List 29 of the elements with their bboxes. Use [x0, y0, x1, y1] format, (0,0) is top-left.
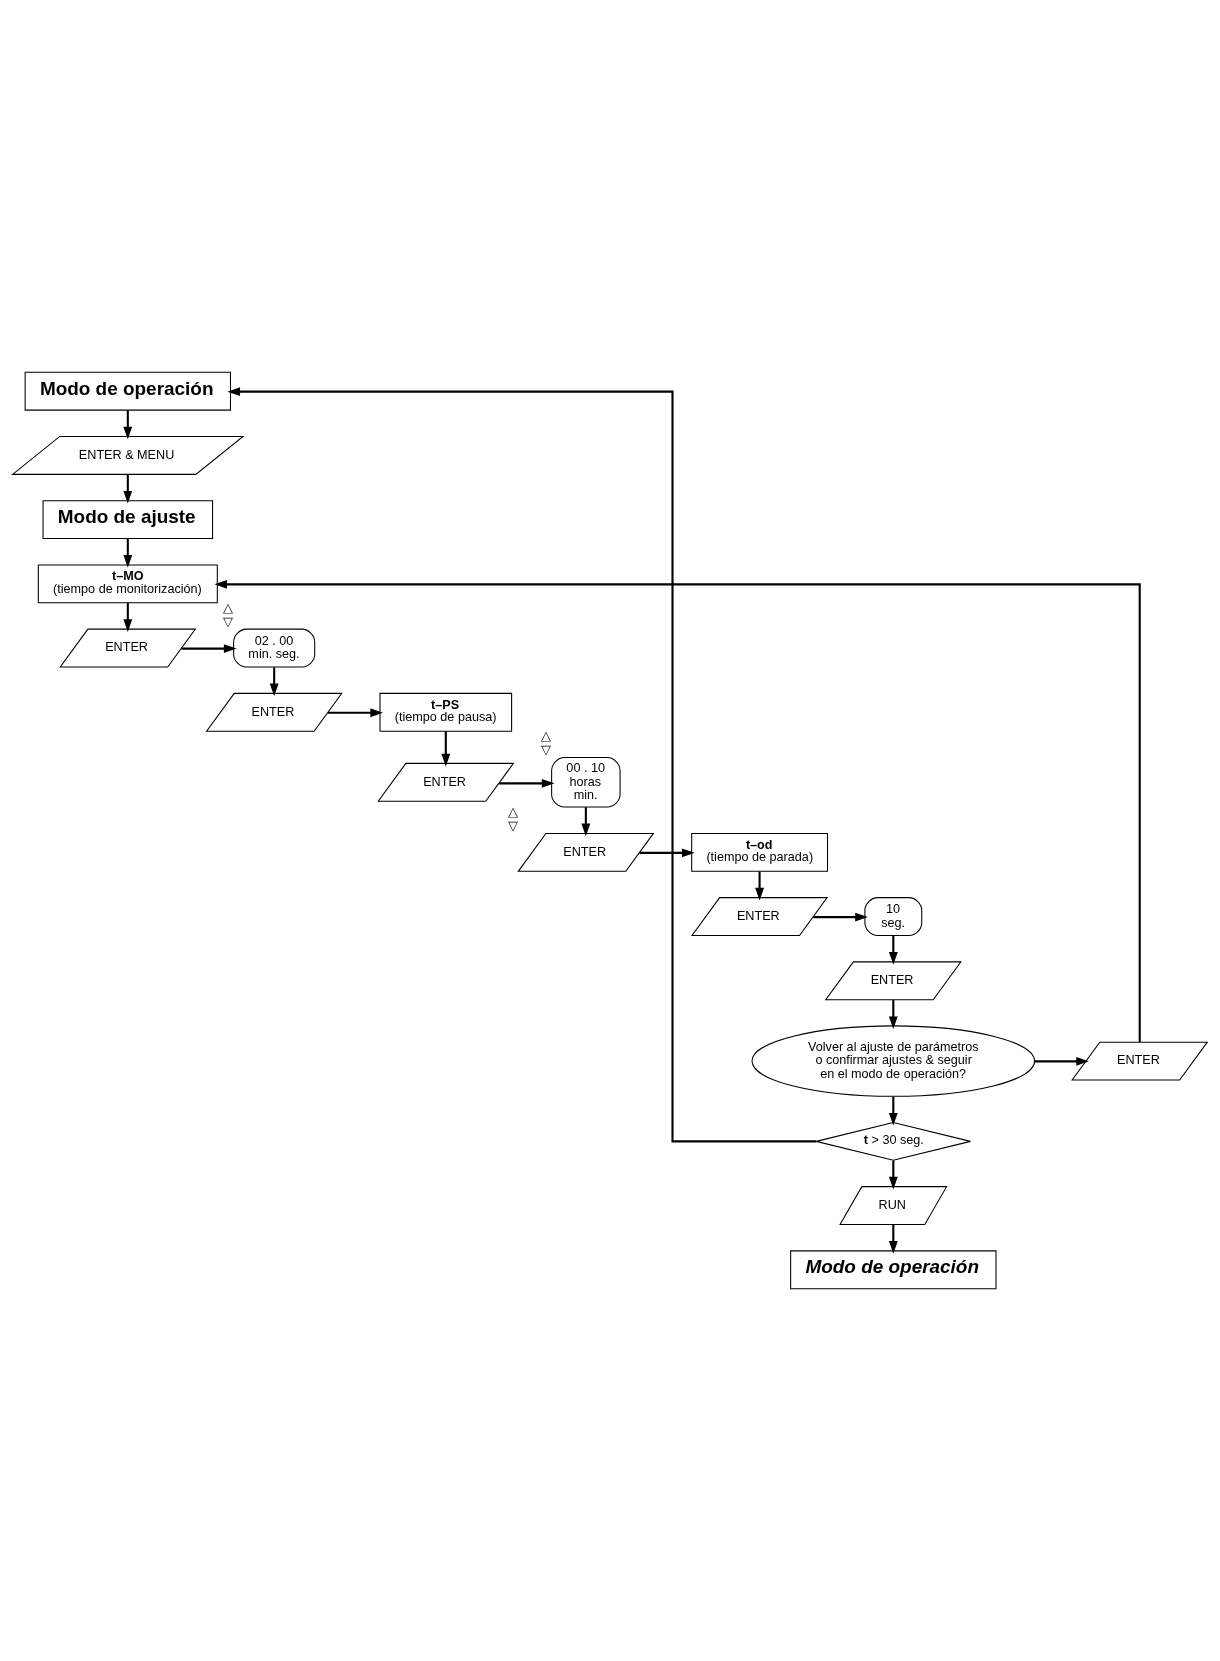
node-diamond: t > 30 seg. — [815, 1121, 971, 1161]
node-box: 02 . 00 min. seg. — [233, 628, 316, 668]
arrow — [181, 644, 237, 653]
node-box: t–MO (tiempo de monitorización) — [37, 564, 218, 604]
node-box: Modo de operación — [24, 371, 231, 411]
node-box: t–od (tiempo de parada) — [691, 832, 829, 872]
node-label: △ — [223, 600, 234, 615]
node-label: ▽ — [223, 614, 234, 629]
node-box: Modo de ajuste — [42, 500, 214, 540]
arrow — [227, 387, 817, 1143]
arrow — [441, 731, 451, 767]
node-label: △ — [507, 805, 518, 820]
arrow — [269, 667, 279, 697]
arrow — [123, 410, 133, 440]
node-label: ▽ — [507, 818, 518, 833]
arrow — [1034, 1056, 1089, 1066]
arrow — [328, 708, 383, 718]
node-label: △ — [541, 729, 552, 744]
node-box: 00 . 10 horas min. — [551, 757, 621, 808]
node-box: t–PS (tiempo de pausa) — [379, 692, 513, 732]
arrow — [581, 807, 591, 837]
node-ellipse: Volver al ajuste de parámetros o confirmar ajustes & seguir en el modo de operación? — [751, 1025, 1036, 1097]
arrow — [813, 912, 868, 922]
arrow — [639, 848, 695, 858]
arrow — [214, 579, 1141, 1043]
arrow — [499, 778, 555, 788]
node-box: Modo de operación — [790, 1250, 997, 1290]
node-label: ▽ — [541, 743, 552, 758]
node-box: 10 seg. — [864, 897, 923, 937]
